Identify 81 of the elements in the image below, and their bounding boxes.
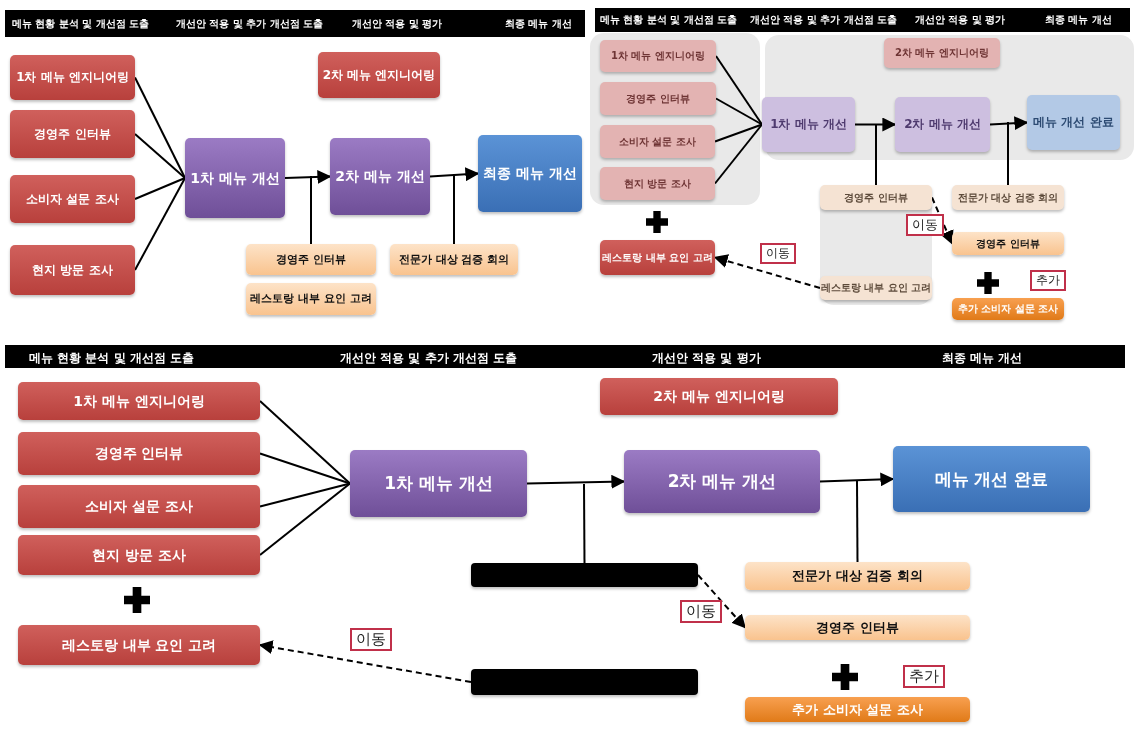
step-box: 소비자 설문 조사 (10, 175, 135, 223)
step-box: 현지 방문 조사 (10, 245, 135, 295)
step-box: 레스토랑 내부 요인 고려 (246, 283, 376, 315)
connector-line (453, 174, 455, 245)
step-box: 2차 메뉴 개선 (895, 97, 990, 152)
step-box: 추가 소비자 설문 조사 (952, 298, 1064, 320)
arrow (284, 169, 332, 184)
stage-heading: 개선안 적용 및 평가 (652, 350, 761, 367)
stage-heading: 메뉴 현황 분석 및 개선점 도출 (12, 17, 150, 31)
edge-label: 이동 (350, 628, 392, 651)
stage-heading: 개선안 적용 및 추가 개선점 도출 (340, 350, 517, 367)
step-box: 레스토랑 내부 요인 고려 (820, 276, 932, 300)
connector-line (134, 177, 186, 271)
step-box: 전문가 대상 검증 회의 (390, 244, 518, 275)
step-box: 최종 메뉴 개선 (478, 135, 582, 212)
step-box: 1차 메뉴 엔지니어링 (600, 40, 716, 72)
tag-label: 추가 (1030, 270, 1066, 291)
tag-label: 추가 (903, 665, 945, 688)
stage-heading: 개선안 적용 및 평가 (352, 17, 443, 31)
step-box: 메뉴 개선 완료 (1027, 95, 1120, 150)
connector-line (310, 175, 312, 245)
step-box: 경영주 인터뷰 (820, 185, 932, 210)
stage-heading: 개선안 적용 및 추가 개선점 도출 (750, 13, 898, 27)
edge-label: 이동 (760, 243, 796, 264)
filled-box (471, 669, 698, 695)
connector-line (259, 400, 351, 485)
dashed-arrow (931, 196, 954, 245)
stage-heading: 개선안 적용 및 평가 (915, 13, 1006, 27)
arrow (854, 117, 897, 132)
connector-line (259, 452, 351, 485)
step-box: 전문가 대상 검증 회의 (952, 185, 1064, 210)
arrow (989, 116, 1029, 131)
edge-label: 이동 (680, 600, 722, 623)
dashed-arrow (258, 640, 472, 683)
edge-label: 이동 (906, 214, 944, 236)
stage-heading: 최종 메뉴 개선 (505, 17, 572, 31)
step-box: 2차 메뉴 개선 (624, 450, 820, 513)
step-box: 전문가 대상 검증 회의 (745, 562, 970, 590)
step-box: 1차 메뉴 엔지니어링 (10, 55, 135, 100)
step-box: 1차 메뉴 개선 (350, 450, 527, 517)
step-box: 레스토랑 내부 요인 고려 (18, 625, 260, 665)
step-box: 현지 방문 조사 (18, 535, 260, 575)
arrow (526, 474, 626, 489)
step-box: 1차 메뉴 개선 (762, 97, 855, 152)
arrow (429, 167, 480, 182)
connector-line (875, 123, 877, 186)
stage-heading: 메뉴 현황 분석 및 개선점 도출 (600, 13, 738, 27)
dashed-arrow (697, 574, 746, 629)
step-box: 경영주 인터뷰 (745, 615, 970, 640)
step-box: 경영주 인터뷰 (18, 432, 260, 475)
step-box: 경영주 인터뷰 (952, 232, 1064, 255)
step-box: 경영주 인터뷰 (246, 244, 376, 275)
step-box: 소비자 설문 조사 (18, 485, 260, 528)
connector-line (583, 483, 586, 564)
step-box: 소비자 설문 조사 (600, 125, 715, 158)
connector-line (134, 177, 186, 200)
connector-line (259, 482, 351, 556)
step-box: 2차 메뉴 엔지니어링 (600, 378, 838, 415)
arrow (819, 472, 895, 487)
dashed-arrow (713, 254, 821, 289)
connector-line (1007, 121, 1009, 186)
step-box: 현지 방문 조사 (600, 167, 715, 200)
stage-heading: 최종 메뉴 개선 (942, 350, 1023, 367)
step-box: 레스토랑 내부 요인 고려 (600, 240, 715, 275)
step-box: 1차 메뉴 개선 (185, 138, 285, 218)
step-box: 1차 메뉴 엔지니어링 (18, 382, 260, 420)
connector-line (134, 76, 186, 179)
connector-line (134, 133, 186, 179)
connector-line (259, 482, 351, 508)
step-box: 추가 소비자 설문 조사 (745, 697, 970, 722)
filled-box (471, 563, 698, 587)
step-box: 메뉴 개선 완료 (893, 446, 1090, 512)
stage-heading: 메뉴 현황 분석 및 개선점 도출 (29, 350, 194, 367)
stage-heading: 개선안 적용 및 추가 개선점 도출 (176, 17, 324, 31)
connector-line (856, 480, 859, 563)
step-box: 2차 메뉴 엔지니어링 (318, 52, 440, 98)
step-box: 경영주 인터뷰 (600, 82, 716, 115)
step-box: 2차 메뉴 엔지니어링 (884, 38, 1000, 68)
step-box: 경영주 인터뷰 (10, 110, 135, 158)
step-box: 2차 메뉴 개선 (330, 138, 430, 215)
stage-heading: 최종 메뉴 개선 (1045, 13, 1112, 27)
